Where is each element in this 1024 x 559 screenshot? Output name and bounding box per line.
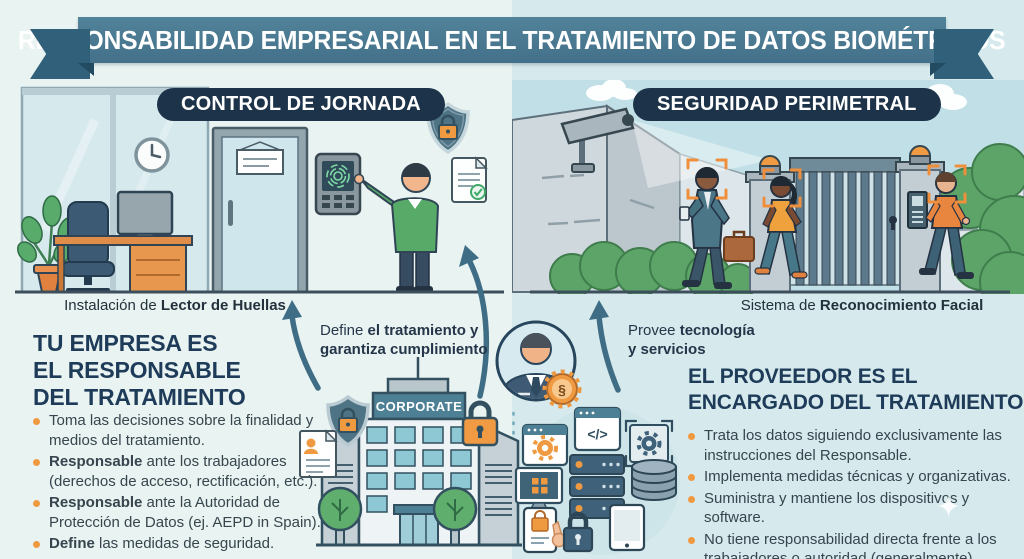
office-chair (61, 201, 115, 292)
briefcase-icon (723, 236, 755, 262)
pedestrian-orange-jacket (919, 164, 974, 279)
list-item: No tiene responsabilidad directa frente … (688, 530, 1018, 559)
desk (53, 235, 193, 293)
desktop-monitor-icon (116, 190, 174, 237)
sparkle-icon: ✦ (936, 491, 962, 524)
badge-control-de-jornada: CONTROL DE JORNADA (157, 88, 445, 121)
code-glyph: </> (587, 426, 607, 442)
list-item: Toma las decisiones sobre la finalidad y… (33, 411, 333, 450)
gate-lamp-icon (908, 145, 932, 157)
list-item: Responsable ante los trabajadores (derec… (33, 452, 333, 491)
pedestrian-suit (679, 158, 755, 289)
heading-line: TU EMPRESA ES (33, 330, 218, 356)
office-door (211, 126, 309, 294)
badge-seguridad-label: SEGURIDAD PERIMETRAL (657, 93, 917, 115)
badge-seguridad-perimetral: SEGURIDAD PERIMETRAL (633, 88, 941, 121)
legal-seal-icon: § (542, 369, 582, 409)
code-window-icon: </> (573, 406, 622, 452)
pedestrian-woman (754, 168, 808, 279)
face-detection-frame-icon (762, 168, 802, 208)
responsable-bullet-list: Toma las decisiones sobre la finalidad y… (33, 411, 333, 556)
padlock-icon (461, 400, 499, 447)
bullet-dot (33, 500, 40, 507)
scene-control-jornada (0, 80, 512, 294)
scene-seguridad-perimetral (512, 80, 1024, 294)
seal-glyph: § (558, 382, 566, 398)
monitor-apps-icon (514, 466, 564, 510)
phone-lock-icon (522, 506, 567, 554)
bullet-dot (688, 536, 695, 544)
caption-right-prefix: Sistema de (740, 297, 820, 314)
intercom-keypad-icon (907, 191, 928, 229)
bullet-dot (688, 495, 695, 503)
list-item: Suministra y mantiene los dispositivos y… (688, 489, 1018, 528)
cctv-camera-icon (560, 107, 635, 173)
title-banner: RESPONSABILIDAD EMPRESARIAL EN EL TRATAM… (18, 17, 1006, 63)
corporate-building: CORPORATE (316, 357, 522, 547)
center-flow-illustration: CORPORATE (270, 295, 690, 559)
encargado-bullet-list: Trata los datos siguiendo exclusivamente… (688, 426, 1018, 559)
fingerprint-reader-icon (314, 152, 362, 216)
caption-lector-huellas: Instalación de Lector de Huellas (25, 297, 325, 314)
list-item: Trata los datos siguiendo exclusivamente… (688, 426, 1018, 465)
id-document-icon (299, 429, 338, 478)
caption-reconocimiento-facial: Sistema de Reconocimiento Facial (712, 297, 1012, 314)
heading-line: EL RESPONSABLE (33, 357, 241, 383)
label-provee-tecnologia: Provee tecnología y servicios (628, 322, 755, 358)
shield-lock-icon (326, 394, 370, 448)
tree-icon (317, 486, 363, 546)
tablet-icon (608, 503, 646, 552)
camera-light-beam (632, 120, 770, 188)
infographic-title: RESPONSABILIDAD EMPRESARIAL EN EL TRATAM… (18, 24, 1006, 55)
worker-figure (353, 163, 440, 293)
heading-line: DEL TRATAMIENTO (33, 384, 246, 410)
badge-control-label: CONTROL DE JORNADA (181, 93, 421, 115)
list-item: Responsable ante la Autoridad de Protecc… (33, 493, 333, 532)
caption-left-prefix: Instalación de (64, 297, 161, 314)
security-gate (745, 145, 945, 293)
padlock-small-icon (562, 511, 594, 553)
server-stack-icon (569, 454, 625, 519)
database-icon (631, 459, 677, 501)
heading-line: EL PROVEEDOR ES EL (688, 365, 918, 388)
face-detection-frame-icon (686, 158, 728, 200)
bullet-dot (688, 474, 695, 481)
bullet-dot (33, 541, 40, 548)
label-define-tratamiento: Define el tratamiento y garantiza cumpli… (320, 322, 488, 358)
list-item: Define las medidas de seguridad. (33, 534, 333, 554)
document-check-icon (451, 156, 488, 203)
wall-clock-icon (134, 137, 170, 173)
heading-proveedor-encargado: EL PROVEEDOR ES EL ENCARGADO DEL TRATAMI… (688, 364, 1023, 416)
bullet-dot (33, 418, 40, 425)
gate-lamp-icon (758, 155, 782, 167)
tree-icon (432, 486, 478, 546)
bullet-dot (688, 433, 695, 440)
list-item: Implementa medidas técnicas y organizati… (688, 467, 1018, 487)
browser-gear-icon (521, 423, 569, 467)
face-detection-frame-icon (927, 164, 967, 204)
heading-empresa-responsable: TU EMPRESA ES EL RESPONSABLE DEL TRATAMI… (33, 330, 246, 411)
bullet-dot (33, 459, 40, 466)
heading-line: ENCARGADO DEL TRATAMIENTO (688, 391, 1024, 414)
caption-right-bold: Reconocimiento Facial (819, 297, 984, 314)
caption-left-bold: Lector de Huellas (160, 297, 286, 314)
building-sign-label: CORPORATE (376, 399, 463, 414)
